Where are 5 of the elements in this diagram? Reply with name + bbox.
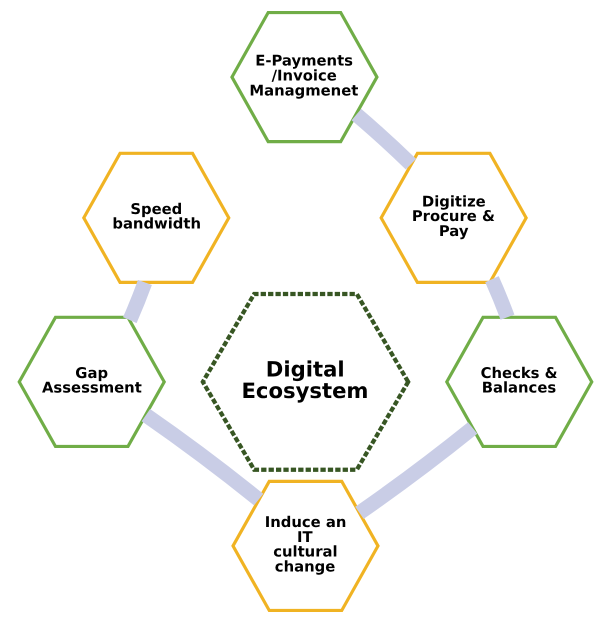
connector bbox=[142, 409, 264, 506]
connector bbox=[485, 276, 514, 320]
connector bbox=[123, 280, 152, 324]
connector bbox=[355, 422, 478, 519]
connector bbox=[352, 108, 416, 170]
